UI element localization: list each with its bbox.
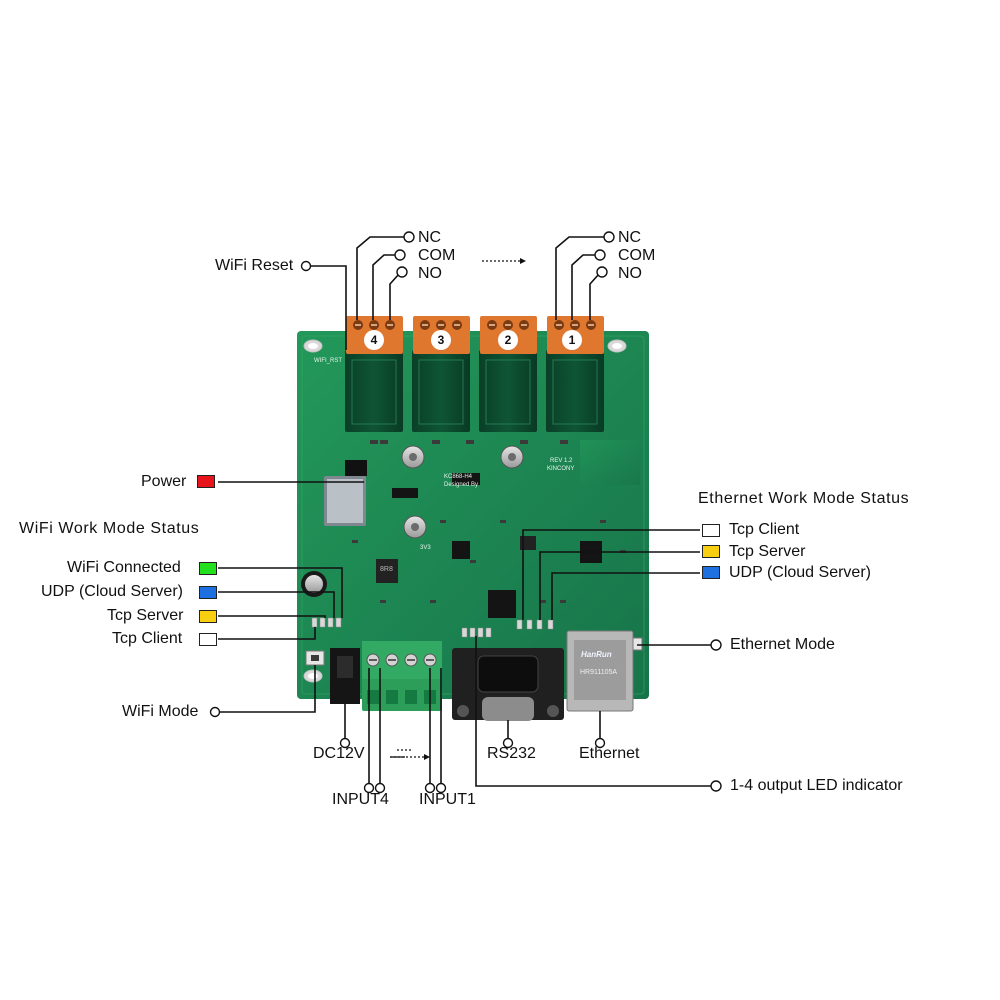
status-leds (311, 617, 554, 638)
eth-tcp-client-label: Tcp Client (729, 521, 800, 538)
input4-label: INPUT4 (332, 791, 389, 808)
power-label: Power (141, 473, 187, 490)
wifi-connected-label: WiFi Connected (67, 559, 181, 576)
wifi-tcp-client-label: Tcp Client (112, 630, 183, 647)
eth-tcp-server-indicator (702, 545, 720, 558)
rj45-brand-mark: HanRun (581, 650, 612, 659)
eth-tcp-client-indicator (702, 524, 720, 537)
relay-4 (345, 350, 403, 432)
model-mark: KC868-H4 (444, 474, 473, 480)
eth-udp-indicator (702, 566, 720, 579)
ics (376, 473, 602, 618)
wifi-rst-mark: WIFI_RST (314, 358, 342, 364)
wifi-udp-indicator (199, 586, 217, 599)
wifi-tcp-server-label: Tcp Server (107, 607, 184, 624)
wifi-connected-indicator (199, 562, 217, 575)
relay-number-4: 4 (364, 330, 384, 350)
rj45-model-mark: HR911105A (580, 669, 618, 676)
ethernet-label: Ethernet (579, 745, 640, 762)
dc12v-label: DC12V (313, 745, 365, 762)
eth-udp-label: UDP (Cloud Server) (729, 564, 871, 581)
relay1-com-label: COM (618, 247, 656, 264)
ethernet-status-header: Ethernet Work Mode Status (698, 490, 910, 507)
input1-label: INPUT1 (419, 791, 476, 808)
regulator-mark: 3V3 (420, 545, 431, 551)
ethernet-mode-label: Ethernet Mode (730, 636, 835, 653)
eth-tcp-server-label: Tcp Server (729, 543, 806, 560)
power-led-indicator (197, 475, 215, 488)
relay4-nc-label: NC (418, 229, 442, 246)
brand-mark: KINCONY (547, 466, 575, 472)
relay1-no-label: NO (618, 265, 642, 282)
output-led-label: 1-4 output LED indicator (730, 777, 903, 794)
relay4-no-label: NO (418, 265, 442, 282)
wifi-mode-label: WiFi Mode (122, 703, 199, 720)
rs232-label: RS232 (487, 745, 536, 762)
designed-by-mark: Designed By (444, 482, 479, 488)
wifi-tcp-client-indicator (199, 633, 217, 646)
wifi-reset-label: WiFi Reset (215, 257, 294, 274)
wifi-tcp-server-indicator (199, 610, 217, 623)
wifi-udp-label: UDP (Cloud Server) (41, 583, 183, 600)
relay-number-1: 1 (562, 330, 582, 350)
relay-number-2: 2 (498, 330, 518, 350)
wifi-status-header: WiFi Work Mode Status (19, 520, 200, 537)
relays (345, 350, 604, 432)
relay4-com-label: COM (418, 247, 456, 264)
relay-number-3: 3 (431, 330, 451, 350)
relay-3 (412, 350, 470, 432)
relay1-nc-label: NC (618, 229, 642, 246)
inductor-mark: 8R8 (380, 566, 393, 573)
rev-mark: REV 1.2 (550, 458, 573, 464)
capacitors (301, 445, 524, 597)
relay-1 (546, 350, 604, 432)
relay-2 (479, 350, 537, 432)
